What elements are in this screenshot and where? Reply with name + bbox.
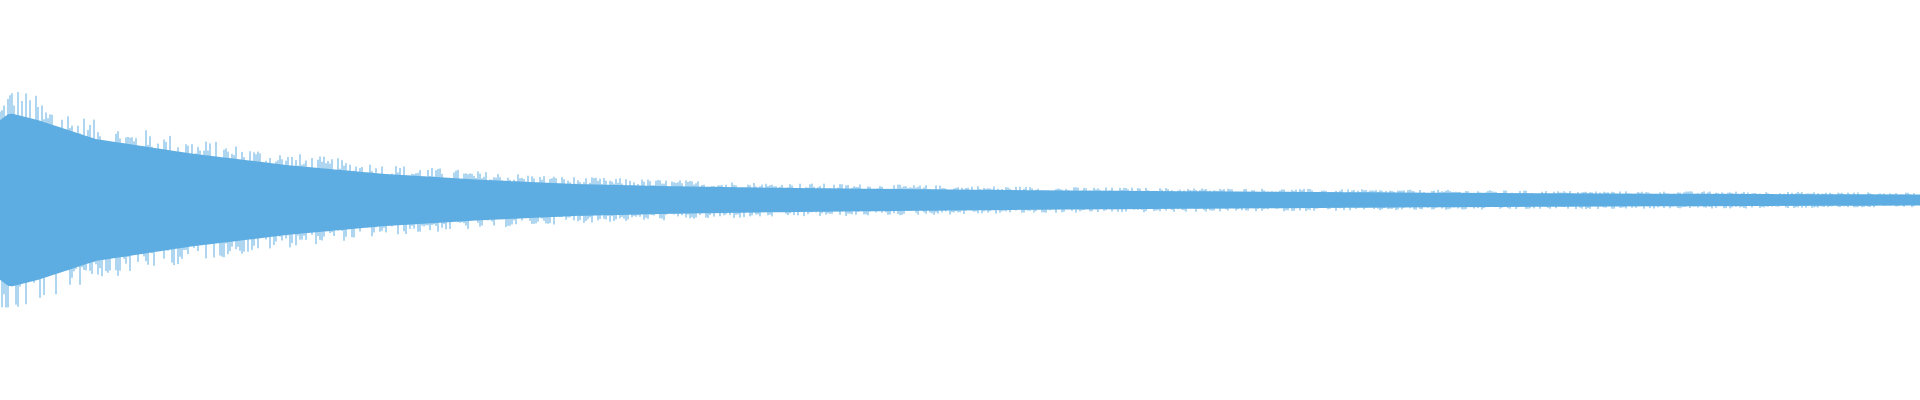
waveform-core-fill — [0, 113, 1920, 287]
